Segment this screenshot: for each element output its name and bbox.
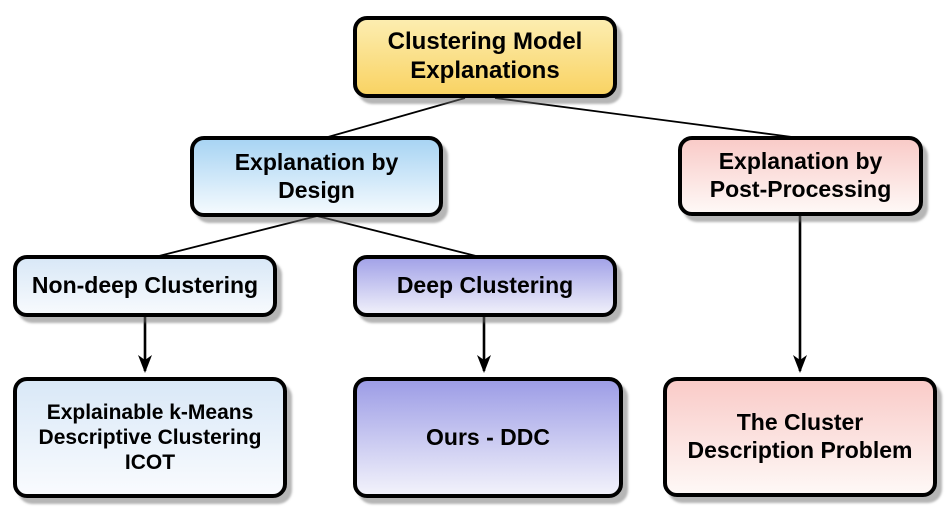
node-explainable-kmeans-methods: Explainable k-Means Descriptive Clusteri…	[13, 377, 287, 498]
node-label: Deep Clustering	[396, 272, 574, 299]
edge-root-postprocessing	[494, 97, 793, 138]
node-label: Non-deep Clustering	[31, 272, 259, 299]
node-label: The Cluster Description Problem	[687, 409, 913, 463]
node-explanation-by-design: Explanation by Design	[190, 136, 443, 217]
node-cluster-description-problem: The Cluster Description Problem	[663, 377, 937, 497]
node-label: Ours - DDC	[426, 423, 550, 450]
edge-root-design	[327, 97, 466, 138]
edge-design-deep	[316, 215, 477, 257]
node-label: Explainable k-Means Descriptive Clusteri…	[38, 400, 262, 475]
edge-design-nondeep	[158, 215, 318, 257]
node-label: Explanation by Design	[234, 148, 399, 203]
node-non-deep-clustering: Non-deep Clustering	[13, 255, 277, 317]
node-explanation-by-post-processing: Explanation by Post-Processing	[678, 136, 923, 216]
node-clustering-model-explanations: Clustering Model Explanations	[353, 16, 617, 98]
node-deep-clustering: Deep Clustering	[353, 255, 617, 317]
node-label: Explanation by Post-Processing	[709, 148, 892, 202]
node-label: Clustering Model Explanations	[387, 28, 583, 84]
node-ours-ddc: Ours - DDC	[353, 377, 623, 498]
